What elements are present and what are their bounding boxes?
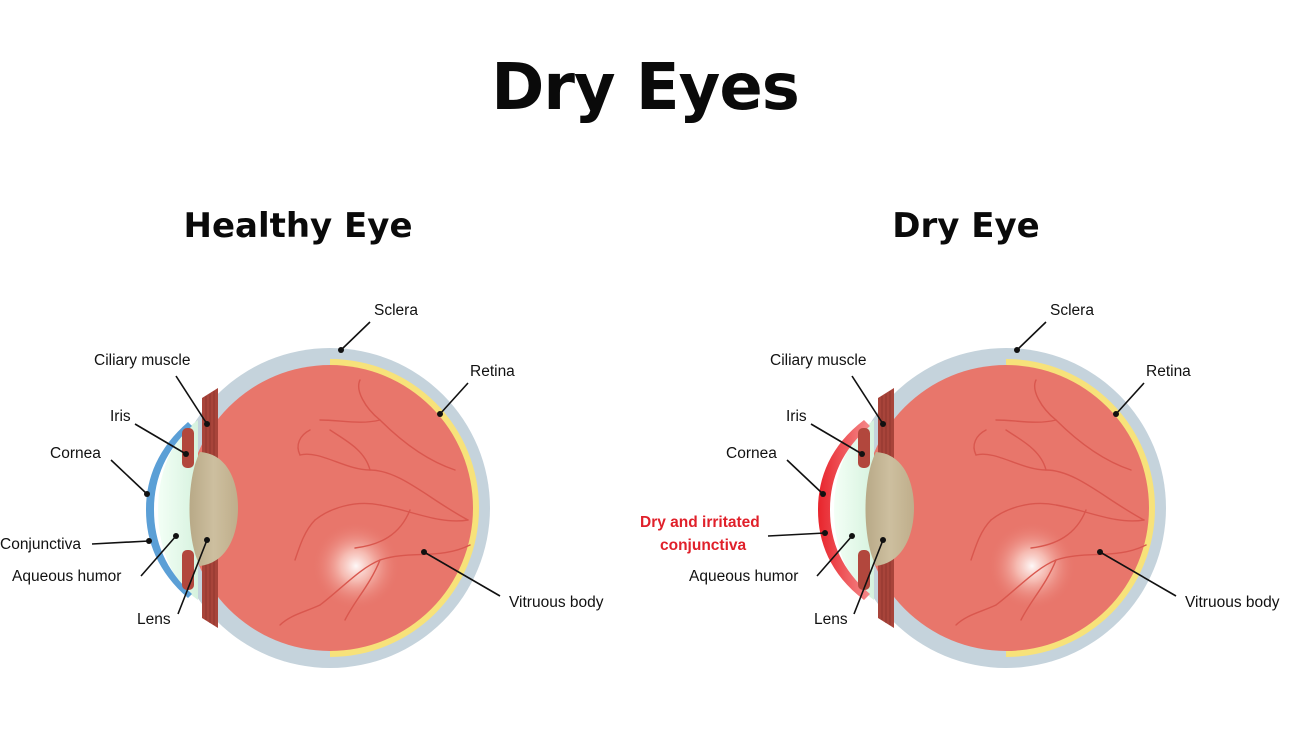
dry-label-conjunctiva-line2: conjunctiva bbox=[660, 537, 747, 554]
dry-lens bbox=[865, 452, 914, 566]
healthy-label-aqueous-humor: Aqueous humor bbox=[12, 568, 121, 585]
healthy-label-cornea: Cornea bbox=[50, 445, 101, 462]
healthy-label-conjunctiva: Conjunctiva bbox=[0, 536, 81, 553]
dry-label-cornea: Cornea bbox=[726, 445, 777, 462]
healthy-iris-bottom bbox=[182, 550, 194, 590]
healthy-cornea bbox=[146, 422, 192, 598]
healthy-leaders bbox=[91, 321, 501, 615]
healthy-lens bbox=[189, 452, 238, 566]
healthy-label-sclera: Sclera bbox=[374, 302, 418, 319]
healthy-label-lens: Lens bbox=[137, 611, 171, 628]
dry-label-lens: Lens bbox=[814, 611, 848, 628]
dry-eye: Sclera Ciliary muscle Retina Iris Cornea… bbox=[640, 302, 1280, 668]
healthy-vitreous-glow bbox=[312, 522, 400, 610]
dry-label-retina: Retina bbox=[1146, 363, 1191, 380]
healthy-blood-vessels bbox=[279, 379, 471, 626]
dry-iris-top bbox=[858, 428, 870, 468]
healthy-label-iris: Iris bbox=[110, 408, 131, 425]
healthy-iris-top bbox=[182, 428, 194, 468]
healthy-eye: Sclera Ciliary muscle Retina Iris Cornea… bbox=[0, 302, 604, 668]
dry-label-conjunctiva-line1: Dry and irritated bbox=[640, 514, 760, 531]
healthy-vitreous-body bbox=[187, 365, 473, 651]
healthy-label-ciliary-muscle: Ciliary muscle bbox=[94, 352, 190, 369]
healthy-label-vitreous-body: Vitruous body bbox=[509, 594, 604, 611]
dry-leaders bbox=[767, 321, 1177, 615]
dry-label-sclera: Sclera bbox=[1050, 302, 1094, 319]
dry-label-ciliary-muscle: Ciliary muscle bbox=[770, 352, 866, 369]
dry-blood-vessels bbox=[955, 379, 1147, 626]
healthy-label-retina: Retina bbox=[470, 363, 515, 380]
dry-conjunctiva bbox=[818, 420, 870, 600]
healthy-eye-title: Healthy Eye bbox=[183, 206, 413, 246]
dry-vitreous-body bbox=[863, 365, 1149, 651]
dry-eye-title: Dry Eye bbox=[892, 206, 1040, 246]
dry-label-aqueous-humor: Aqueous humor bbox=[689, 568, 798, 585]
dry-vitreous-glow bbox=[988, 522, 1076, 610]
dry-label-iris: Iris bbox=[786, 408, 807, 425]
dry-label-vitreous-body: Vitruous body bbox=[1185, 594, 1280, 611]
dry-iris-bottom bbox=[858, 550, 870, 590]
main-title: Dry Eyes bbox=[491, 51, 800, 125]
